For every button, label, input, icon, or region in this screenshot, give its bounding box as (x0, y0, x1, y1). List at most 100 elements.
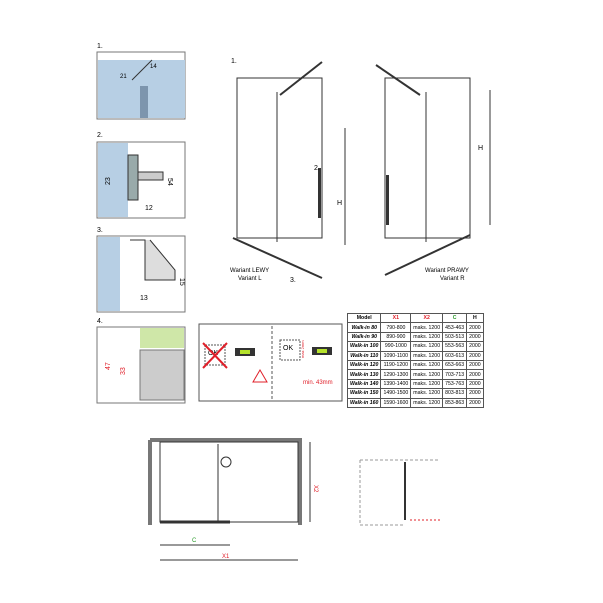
svg-text:H: H (337, 200, 342, 207)
svg-text:14: 14 (150, 64, 157, 70)
svg-text:12: 12 (145, 205, 153, 212)
table-cell: maks. 1200 (410, 369, 444, 380)
table-cell: 1390-1400 (380, 378, 412, 390)
table-cell: 1490-1500 (380, 388, 412, 399)
svg-text:X2: X2 (312, 485, 318, 493)
table-cell: 2000 (466, 388, 484, 399)
table-cell: 503-513 (442, 331, 468, 343)
table-cell: maks. 1200 (410, 331, 444, 343)
svg-text:47: 47 (105, 362, 112, 370)
table-cell: 790-800 (380, 322, 412, 333)
table-cell: 2000 (466, 359, 484, 371)
table-cell: 603-613 (442, 350, 468, 361)
table-cell: 1090-1100 (380, 350, 412, 361)
table-cell: 990-1000 (380, 341, 412, 352)
table-header-row: Model X1 X2 C H (346, 312, 484, 324)
table-cell: Walk-in 140 (346, 378, 382, 390)
table-cell: Walk-in 100 (346, 341, 382, 352)
table-cell: maks. 1200 (410, 359, 444, 371)
level-instruction-panel: OK OK max 2mm min. 43mm (198, 323, 343, 402)
svg-text:15: 15 (178, 278, 185, 286)
detail-1: 1. 21 14 (96, 43, 186, 120)
table-cell: 2000 (466, 341, 484, 352)
svg-text:max 2mm: max 2mm (300, 340, 305, 358)
table-cell: maks. 1200 (410, 397, 444, 408)
svg-text:min. 43mm: min. 43mm (303, 380, 333, 386)
wall-profile-drawing (359, 459, 440, 526)
header-c: C (442, 312, 468, 324)
table-cell: 2000 (466, 350, 484, 361)
table-cell: Walk-in 90 (346, 331, 382, 343)
floor-plan: C X1 X2 (148, 438, 318, 561)
svg-text:2.: 2. (97, 132, 103, 139)
table-cell: 753-763 (442, 378, 468, 390)
table-cell: maks. 1200 (410, 350, 444, 361)
table-cell: 803-813 (442, 388, 468, 399)
table-cell: Walk-in 110 (346, 350, 382, 361)
svg-text:Variant R: Variant R (440, 276, 465, 282)
table-cell: 2000 (466, 369, 484, 380)
table-cell: 853-863 (442, 397, 468, 408)
variant-left-drawing: 1. 2. 3. H Wariant LEWY Variant L (230, 58, 346, 284)
svg-text:X1: X1 (222, 554, 230, 560)
svg-text:Variant L: Variant L (238, 276, 262, 282)
table-cell: 2000 (466, 331, 484, 343)
svg-text:13: 13 (140, 295, 148, 302)
variant-right-drawing: H Wariant PRAWY Variant R (375, 64, 491, 282)
table-cell: 2000 (466, 378, 484, 390)
table-cell: maks. 1200 (410, 322, 444, 333)
header-x2: X2 (410, 312, 444, 324)
detail-3: 3. 15 13 (96, 227, 186, 313)
table-cell: 1190-1200 (380, 359, 412, 371)
table-cell: maks. 1200 (410, 341, 444, 352)
table-cell: 2000 (466, 322, 484, 333)
table-cell: 453-463 (442, 322, 468, 333)
table-cell: Walk-in 120 (346, 359, 382, 371)
header-x1: X1 (380, 312, 412, 324)
svg-text:1.: 1. (231, 58, 237, 65)
table-cell: maks. 1200 (410, 378, 444, 390)
table-cell: 653-663 (442, 359, 468, 371)
table-cell: 890-900 (380, 331, 412, 343)
table-cell: 553-563 (442, 341, 468, 352)
table-cell: 2000 (466, 397, 484, 408)
table-cell: maks. 1200 (410, 388, 444, 399)
table-cell: Walk-in 130 (346, 369, 382, 380)
table-cell: Walk-in 80 (346, 322, 382, 333)
svg-text:23: 23 (105, 177, 112, 185)
header-h: H (466, 312, 484, 324)
table-cell: Walk-in 160 (346, 397, 382, 408)
svg-text:3.: 3. (290, 277, 296, 284)
svg-text:3.: 3. (97, 227, 103, 234)
svg-text:54: 54 (166, 178, 173, 186)
svg-text:33: 33 (120, 367, 127, 375)
table-cell: 1590-1600 (380, 397, 412, 408)
detail-2: 2. 54 23 12 (96, 132, 186, 219)
svg-text:Wariant PRAWY: Wariant PRAWY (425, 268, 469, 274)
svg-text:C: C (192, 538, 197, 544)
table-cell: Walk-in 150 (346, 388, 382, 399)
detail-4: 4. 47 33 (96, 318, 186, 404)
svg-text:4.: 4. (97, 318, 103, 325)
header-model: Model (346, 312, 382, 324)
table-cell: 1290-1300 (380, 369, 412, 380)
svg-text:1.: 1. (97, 43, 103, 50)
svg-text:OK: OK (283, 345, 293, 352)
table-cell: 703-713 (442, 369, 468, 380)
svg-text:Wariant LEWY: Wariant LEWY (230, 268, 269, 274)
svg-text:H: H (478, 145, 483, 152)
svg-text:21: 21 (120, 74, 127, 80)
svg-text:2.: 2. (314, 165, 320, 172)
